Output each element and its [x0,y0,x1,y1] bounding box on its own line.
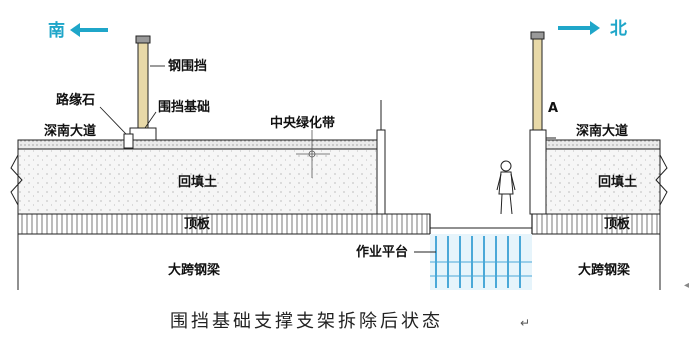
label-median-greenbelt: 中央绿化带 [270,115,335,131]
south-arrowhead-icon [70,23,80,37]
road-surface-right [545,139,661,150]
road-surface-left [17,139,385,150]
label-fence-foundation: 围挡基础 [158,99,210,115]
label-marker-a: A [548,101,558,116]
label-road-right: 深南大道 [576,123,628,139]
fence-foundation-right [529,129,547,215]
label-roof-slab-left: 顶板 [184,216,211,232]
curb-stone-left [123,133,134,149]
label-backfill-right: 回填土 [598,174,637,190]
label-curb-stone: 路缘石 [56,92,95,108]
north-label: 北 [610,19,627,39]
north-arrowhead-icon [590,21,600,35]
label-steel-fence: 钢围挡 [168,58,207,74]
work-platform-supports [430,234,532,290]
break-mark-left [10,154,23,206]
label-steel-girder-left: 大跨钢梁 [168,262,221,278]
roof-slab-right [531,213,661,235]
label-leaders [99,65,436,253]
label-steel-girder-right: 大跨钢梁 [578,262,631,278]
break-mark-right [655,154,668,206]
fence-foundation-left [129,127,157,141]
edge-mark: ◂ [684,280,689,291]
steel-fence-left [123,35,157,149]
caption-return-mark: ↵ [520,316,530,330]
label-road-left: 深南大道 [44,123,96,139]
fence-post-right [532,37,543,141]
fence-post-left [137,41,149,129]
south-label: 南 [48,20,65,41]
fence-cap-left [135,35,151,44]
label-backfill-left: 回填土 [178,174,217,190]
label-work-platform: 作业平台 [356,244,408,260]
leader-curb-stone [99,106,127,135]
greenbelt-retaining-wall [376,129,386,215]
leader-fence-foundation [144,111,157,129]
fence-cap-right [530,31,545,40]
tree-symbol-icon [296,130,330,178]
backfill-left-block [17,147,385,215]
label-roof-slab-right: 顶板 [604,216,631,232]
roof-slab-left [17,213,431,235]
direction-south: 南 [48,20,108,41]
diagram-caption: 围挡基础支撑支架拆除后状态 [170,311,443,332]
worker-figure-icon [496,160,516,215]
steel-fence-right [529,31,556,215]
direction-north: 北 [558,19,627,39]
